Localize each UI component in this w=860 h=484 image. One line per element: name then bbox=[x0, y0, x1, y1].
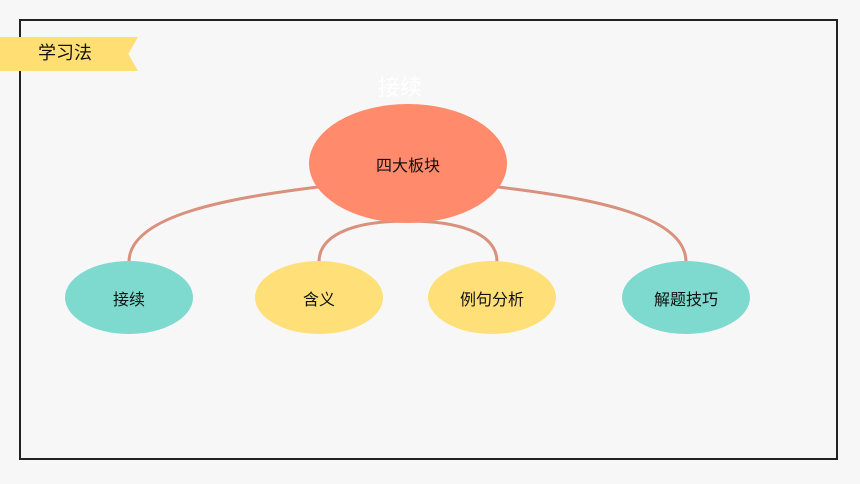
section-tag: 学习法 bbox=[0, 37, 138, 71]
child-node-label: 例句分析 bbox=[459, 289, 524, 309]
root-node[interactable]: 四大板块 bbox=[309, 104, 507, 223]
connector-outer bbox=[127, 185, 688, 263]
root-node-label: 四大板块 bbox=[375, 155, 440, 175]
child-node-label: 解题技巧 bbox=[653, 289, 718, 309]
child-node-3[interactable]: 例句分析 bbox=[428, 261, 556, 334]
child-node-2[interactable]: 含义 bbox=[255, 261, 383, 334]
child-node-label: 含义 bbox=[302, 289, 335, 309]
child-node-4[interactable]: 解题技巧 bbox=[622, 261, 750, 334]
connector-inner bbox=[317, 219, 499, 263]
section-tag-label: 学习法 bbox=[38, 43, 92, 64]
ghost-title: 接续 bbox=[377, 76, 422, 101]
child-node-label: 接续 bbox=[112, 289, 145, 309]
content-frame bbox=[19, 19, 838, 460]
child-node-1[interactable]: 接续 bbox=[65, 261, 193, 334]
